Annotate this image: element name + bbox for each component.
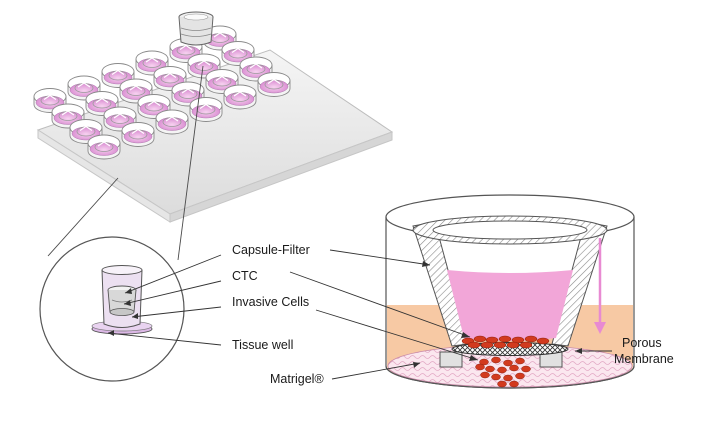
label-capsule-filter: Capsule-Filter [232, 243, 310, 257]
plate-well [135, 50, 169, 76]
plate-well [153, 66, 187, 91]
ctc-cell [524, 335, 538, 343]
ctc-cell [506, 341, 520, 349]
plate-well [223, 84, 257, 110]
invasive-cells [475, 356, 531, 388]
label-ctc: CTC [232, 269, 258, 283]
plate-tray-side [169, 131, 393, 223]
invasive-cell [521, 365, 531, 373]
label-invasive-cells: Invasive Cells [232, 295, 309, 309]
plate-well [69, 119, 103, 144]
invasive-cell [497, 366, 507, 374]
plate-well [189, 97, 223, 122]
plate-well [257, 72, 291, 97]
label-porous: Porous [622, 336, 662, 350]
label-membrane: Membrane [614, 352, 674, 366]
capsule-medium [447, 270, 573, 341]
invasive-cell [515, 357, 525, 365]
invasive-cell [509, 380, 519, 388]
plate-well [103, 106, 137, 132]
plate-well [121, 122, 155, 147]
invasive-cell [491, 373, 501, 381]
invasive-cell [491, 356, 501, 364]
ctc-cell [498, 335, 512, 343]
ctc-cell [493, 341, 507, 349]
plate-well [85, 91, 119, 116]
plate-well [155, 109, 189, 135]
label-tissue-well: Tissue well [232, 338, 293, 352]
ctc-cell [480, 341, 494, 349]
ctc-cell [467, 341, 481, 349]
plate-well [87, 134, 121, 160]
magnified-tissue-well [39, 236, 185, 382]
invasive-cell [509, 364, 519, 372]
well-cross-section [385, 194, 635, 389]
invasive-cell [480, 371, 490, 379]
zoom-lines [47, 65, 204, 261]
ctc-cells [461, 335, 550, 349]
invasive-cell [503, 359, 513, 367]
ctc-cell [536, 337, 550, 345]
label-matrigel: Matrigel® [270, 372, 324, 386]
plate-wells [33, 25, 291, 160]
well-plate [33, 25, 394, 223]
leader-lines-right [289, 249, 612, 380]
invasive-cell [485, 365, 495, 373]
ctc-cell [473, 335, 487, 343]
invasive-cell [475, 363, 485, 371]
invasive-cell [503, 374, 513, 382]
invasive-cell [497, 380, 507, 388]
ctc-cell [519, 341, 533, 349]
capsule-rim-inner [432, 220, 588, 240]
leader-arrowheads-right [413, 261, 582, 368]
capsule-insert-icon [178, 11, 214, 46]
diagram-labels: Capsule-Filter CTC Invasive Cells Tissue… [232, 243, 674, 386]
leader-arrowheads-left [108, 288, 138, 336]
flow-arrow [594, 238, 606, 334]
leader-lines-left [107, 254, 222, 346]
invasive-cell [515, 372, 525, 380]
